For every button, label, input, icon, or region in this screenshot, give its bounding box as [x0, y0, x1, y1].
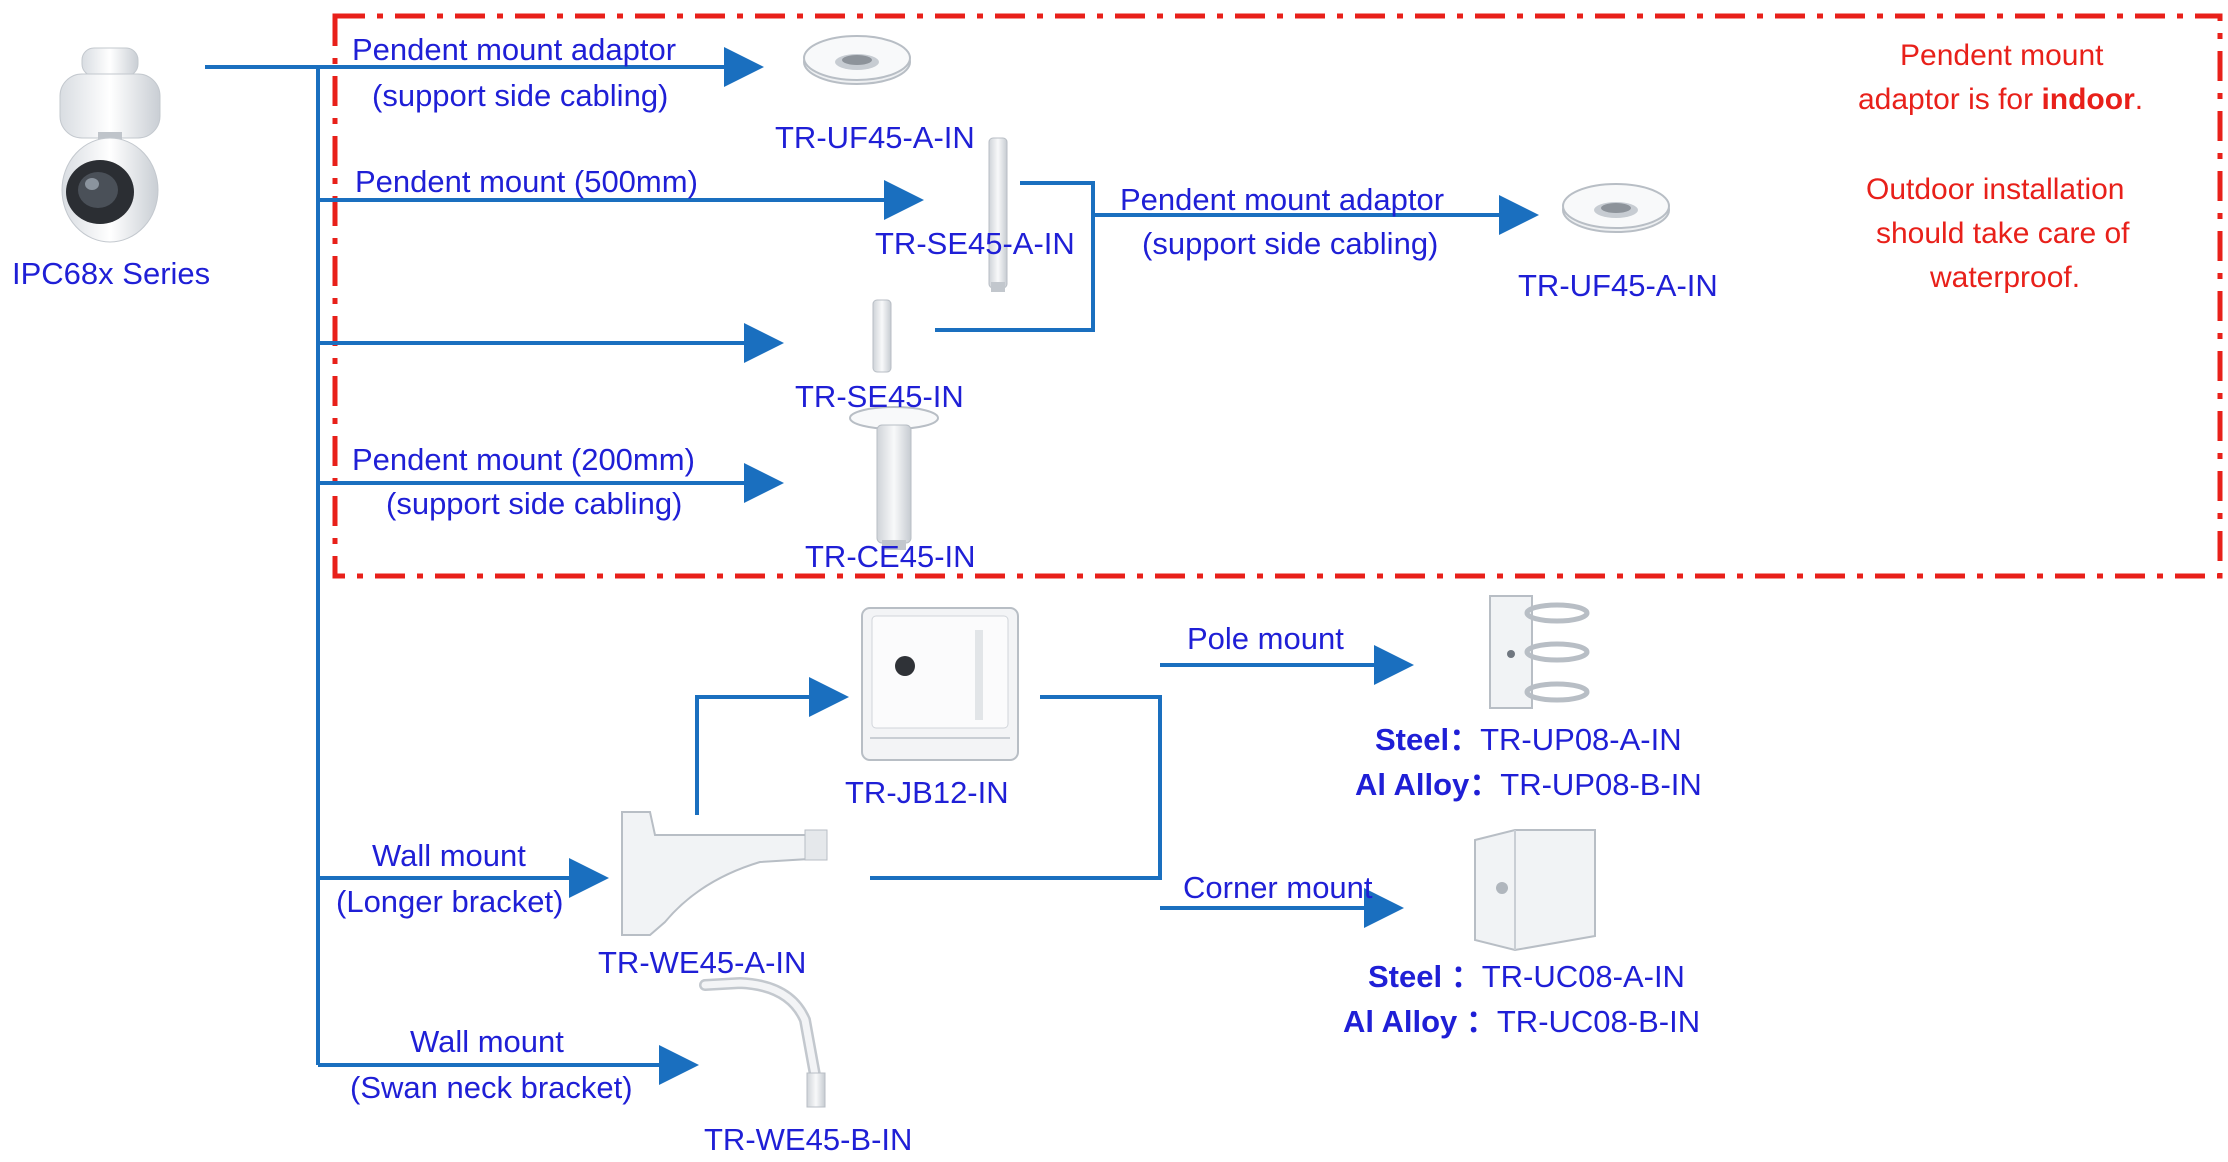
corner-alloy-label: Al Alloy ： — [1343, 1004, 1497, 1039]
wall-long-title: Wall mount — [372, 838, 526, 873]
swan-neck-bracket-icon — [699, 976, 826, 1108]
pendent-200-model: TR-CE45-IN — [805, 539, 976, 574]
pole-alloy-label: Al Alloy： — [1355, 767, 1501, 802]
corner-alloy-model: TR-UC08-B-IN — [1496, 1004, 1701, 1039]
note-line4: should take care of — [1876, 217, 2130, 250]
wall-bracket-long-icon — [621, 811, 828, 936]
note-line2: adaptor is for indoor. — [1858, 78, 2143, 122]
pole-steel-model: TR-UP08-A-IN — [1480, 722, 1682, 757]
pendent-tube-icon — [872, 299, 892, 373]
pendent-adaptor-secondary-icon — [1562, 183, 1670, 233]
note-line5: waterproof. — [1930, 261, 2081, 294]
pendent-adaptor-title: Pendent mount adaptor — [352, 32, 677, 67]
pendent-adaptor-icon — [803, 35, 911, 85]
secondary-adaptor-title: Pendent mount adaptor — [1120, 182, 1445, 217]
secondary-adaptor-model: TR-UF45-A-IN — [1518, 268, 1718, 303]
note-indoor-emphasis: indoor — [2041, 83, 2135, 116]
corner-alloy-row: Al Alloy ：TR-UC08-B-IN — [1343, 1000, 1700, 1044]
ptz-camera-icon — [59, 47, 161, 243]
pole-steel-label: Steel： — [1375, 722, 1481, 757]
wall-swan-subtitle: (Swan neck bracket) — [350, 1070, 633, 1105]
junction-box-icon — [861, 607, 1019, 761]
pendent-200-icon — [849, 406, 939, 550]
pendent-adaptor-subtitle: (support side cabling) — [372, 78, 669, 113]
pole-mount-title: Pole mount — [1187, 621, 1344, 656]
wall-swan-model: TR-WE45-B-IN — [704, 1122, 913, 1157]
corner-steel-label: Steel ： — [1368, 959, 1482, 994]
note-line3: Outdoor installation — [1866, 173, 2125, 206]
indoor-region-border — [332, 13, 2223, 579]
wall-long-model: TR-WE45-A-IN — [598, 945, 807, 980]
corner-steel-row: Steel ：TR-UC08-A-IN — [1368, 955, 1685, 999]
pendent-500-model: TR-SE45-A-IN — [875, 226, 1075, 261]
note-line2-post: . — [2134, 83, 2144, 116]
pole-steel-row: Steel：TR-UP08-A-IN — [1375, 718, 1682, 762]
pendent-200-subtitle: (support side cabling) — [386, 486, 683, 521]
camera-label: IPC68x Series — [12, 256, 211, 291]
corner-steel-model: TR-UC08-A-IN — [1481, 959, 1685, 994]
pendent-plain-model: TR-SE45-IN — [795, 379, 964, 414]
wall-long-subtitle: (Longer bracket) — [336, 884, 564, 919]
connector-lines — [205, 47, 1539, 1085]
pole-alloy-row: Al Alloy：TR-UP08-B-IN — [1355, 763, 1702, 807]
note-line2-pre: adaptor is for — [1858, 83, 2042, 116]
corner-mount-icon — [1474, 829, 1596, 952]
note-line1: Pendent mount — [1900, 39, 2104, 72]
pole-alloy-model: TR-UP08-B-IN — [1500, 767, 1702, 802]
corner-mount-title: Corner mount — [1183, 870, 1373, 905]
pendent-adaptor-model: TR-UF45-A-IN — [775, 120, 975, 155]
secondary-adaptor-subtitle: (support side cabling) — [1142, 226, 1439, 261]
junction-box-model: TR-JB12-IN — [845, 775, 1009, 810]
pendent-500-title: Pendent mount (500mm) — [355, 164, 698, 199]
pendent-tube-500-icon — [988, 137, 1008, 292]
pendent-200-title: Pendent mount (200mm) — [352, 442, 695, 477]
pole-mount-icon — [1489, 595, 1590, 709]
wall-swan-title: Wall mount — [410, 1024, 564, 1059]
